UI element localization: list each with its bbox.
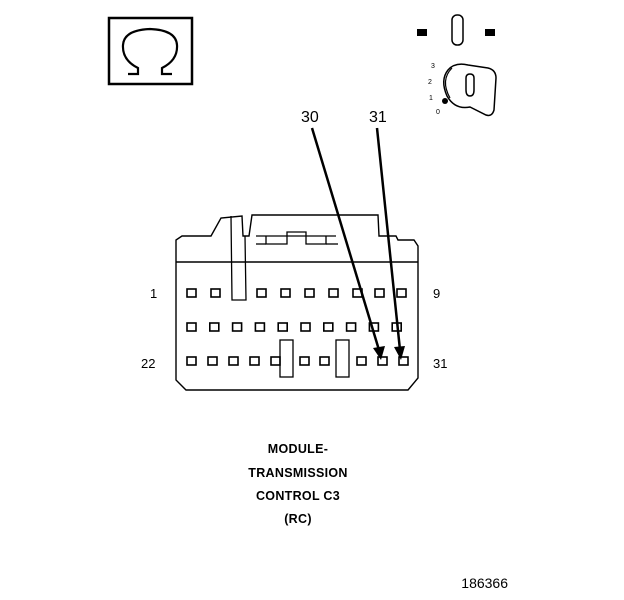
pin-cavity xyxy=(398,356,409,366)
pin-cavity xyxy=(328,288,339,298)
callout-31-label: 31 xyxy=(369,109,387,126)
title-line-2: TRANSMISSION xyxy=(248,466,347,480)
pin-cavity xyxy=(270,356,281,366)
ignition-off-icon xyxy=(417,14,495,46)
pin-cavity xyxy=(356,356,367,366)
title-line-3: CONTROL C3 xyxy=(256,489,340,503)
pin-cavity xyxy=(228,356,239,366)
pin-cavity xyxy=(299,356,310,366)
key-position-2: 2 xyxy=(428,79,432,86)
pin-cavity xyxy=(396,288,407,298)
pin-cavity xyxy=(207,356,218,366)
title-line-4: (RC) xyxy=(284,512,312,526)
pin-cavities xyxy=(186,288,409,366)
pin-cavity xyxy=(345,322,357,332)
pin-cavity xyxy=(374,288,385,298)
key-position-3: 3 xyxy=(431,63,435,70)
pin-label-31: 31 xyxy=(433,356,447,371)
pin-label-22: 22 xyxy=(141,356,155,371)
pin-cavity xyxy=(280,288,291,298)
pin-cavity xyxy=(256,288,267,298)
pin-cavity xyxy=(249,356,260,366)
pin-cavity xyxy=(186,322,197,332)
pin-cavity xyxy=(277,322,289,332)
ohmmeter-icon xyxy=(107,16,194,86)
connector-body xyxy=(175,214,419,391)
callout-31-leader xyxy=(375,127,405,360)
pin-cavity xyxy=(210,288,221,298)
pin-cavity xyxy=(186,288,197,298)
pin-cavity xyxy=(319,356,330,366)
pin-cavity xyxy=(231,322,243,332)
pin-cavity xyxy=(186,356,197,366)
pin-cavity xyxy=(254,322,266,332)
pin-cavity xyxy=(300,322,311,332)
key-position-1: 1 xyxy=(429,95,433,102)
key-position-0: 0 xyxy=(436,109,440,116)
ignition-key-icon: 3 2 1 0 xyxy=(428,63,497,117)
pin-cavity xyxy=(209,322,220,332)
pin-label-9: 9 xyxy=(433,286,440,301)
callout-30-label: 30 xyxy=(301,109,319,126)
title-line-1: MODULE- xyxy=(268,442,328,456)
pin-cavity xyxy=(322,322,334,332)
pin-cavity xyxy=(304,288,315,298)
figure-number: 186366 xyxy=(461,575,508,591)
callout-30-leader xyxy=(310,127,385,360)
pin-cavity xyxy=(377,356,388,366)
pin-label-1: 1 xyxy=(150,286,157,301)
